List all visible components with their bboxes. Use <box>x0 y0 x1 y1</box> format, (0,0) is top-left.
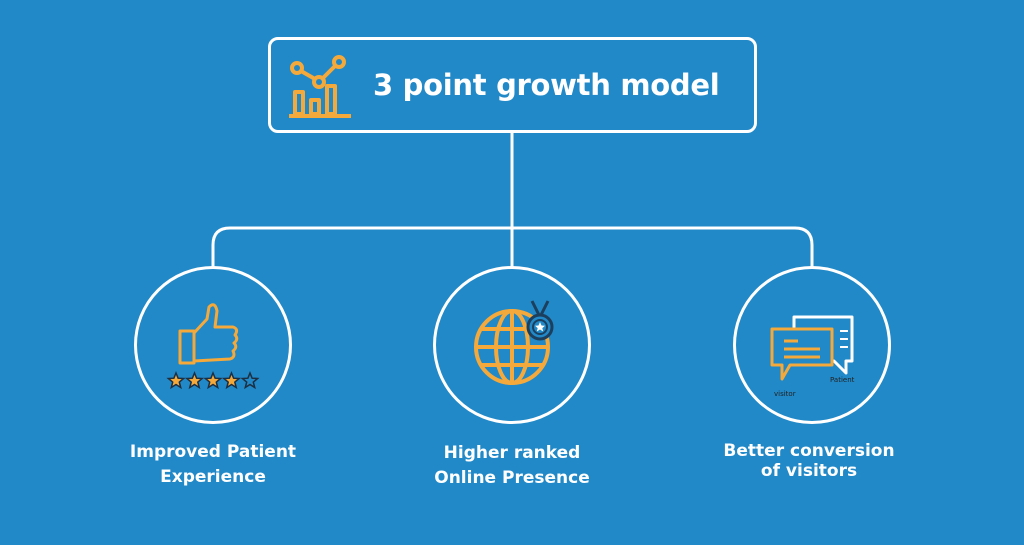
label-line: Improved Patient <box>129 442 297 462</box>
globe-medal-icon <box>474 300 554 385</box>
star-filled-icon <box>166 370 186 390</box>
label-line: Better conversion <box>723 441 895 461</box>
patient-label: Patient <box>830 376 855 384</box>
label-line: Experience <box>160 467 266 487</box>
star-empty-icon <box>240 370 260 390</box>
star-filled-icon <box>184 370 205 390</box>
node-label-2: Higher ranked Online Presence <box>382 441 642 491</box>
node-patient-experience <box>134 266 292 424</box>
growth-chart-icon <box>289 55 351 118</box>
thumbs-up-rating-icon <box>166 303 260 390</box>
star-filled-icon <box>221 370 242 390</box>
node-online-presence <box>433 266 591 424</box>
label-line: of visitors <box>760 461 858 481</box>
label-line: Online Presence <box>434 468 590 488</box>
visitor-label: visitor <box>774 390 796 398</box>
node-label-1: Improved Patient Experience <box>83 440 343 490</box>
node-visitor-conversion: visitor Patient <box>733 266 891 424</box>
title-box: 3 point growth model <box>268 37 757 133</box>
star-filled-icon <box>203 370 223 390</box>
page-title: 3 point growth model <box>373 68 720 102</box>
label-line: Higher ranked <box>443 443 581 463</box>
node-label-3: Better conversion of visitors <box>679 441 939 481</box>
chat-bubbles-icon: visitor Patient <box>770 315 855 398</box>
